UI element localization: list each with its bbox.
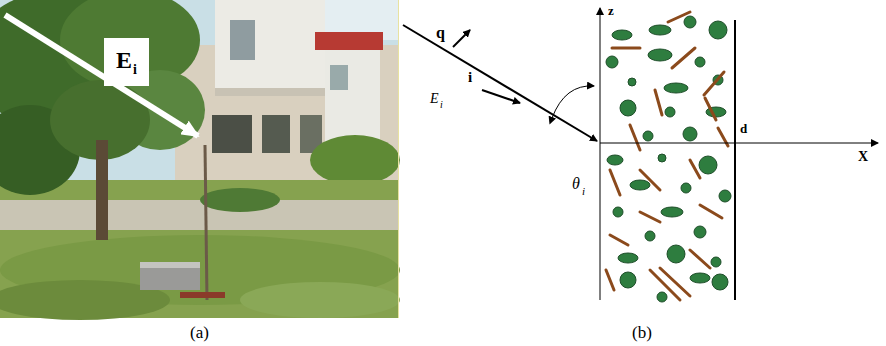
dimension-label: d — [740, 122, 747, 135]
vector-label: q — [436, 25, 445, 41]
panel-label: (b) — [632, 324, 652, 341]
axis-label: X — [858, 150, 868, 164]
vegetation-layer — [403, 8, 878, 302]
vector-label: i — [468, 70, 472, 85]
label-box: Ei — [104, 38, 149, 86]
panel-label: (a) — [190, 324, 209, 341]
angle-symbol: θ — [572, 176, 580, 192]
field-symbol: E — [430, 92, 439, 106]
photo — [0, 0, 400, 320]
subscript: i — [440, 100, 443, 110]
field-symbol: E — [116, 47, 132, 73]
subscript: i — [133, 62, 137, 77]
subscript: i — [582, 186, 585, 197]
axis-label: z — [608, 4, 614, 17]
